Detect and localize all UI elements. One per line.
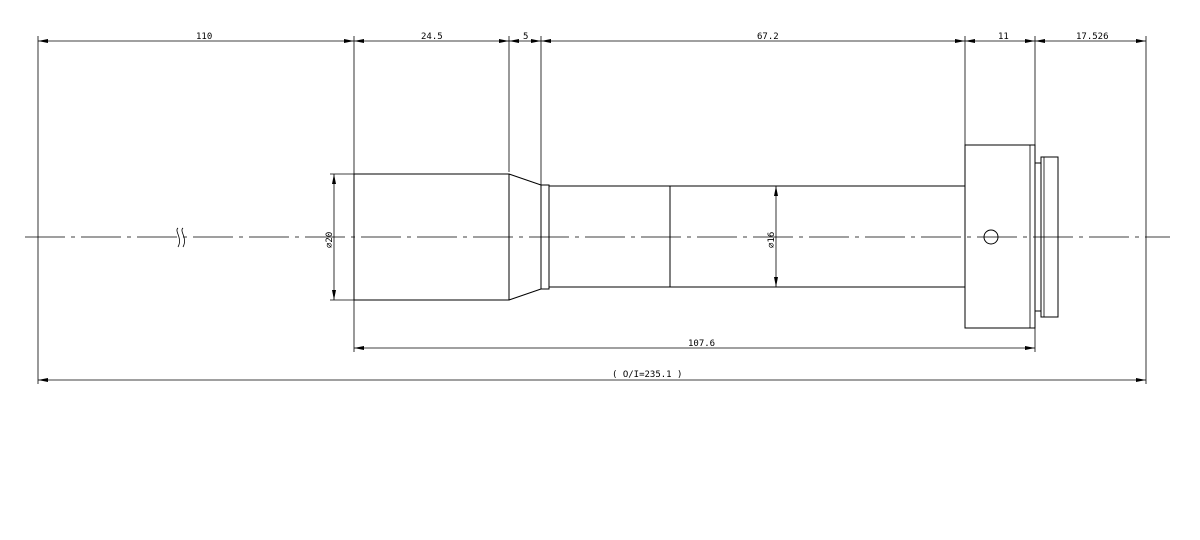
diameter-20-label: ⌀20 bbox=[325, 232, 335, 248]
screw-hole-icon bbox=[983, 229, 999, 245]
dim-17-526: 17.526 bbox=[1076, 32, 1109, 42]
dim-11: 11 bbox=[998, 32, 1009, 42]
mount-flange-2 bbox=[1040, 156, 1059, 318]
dim-24-5: 24.5 bbox=[421, 32, 443, 42]
diameter-symbol: ⌀ bbox=[325, 242, 335, 248]
dim-107-6: 107.6 bbox=[688, 339, 715, 349]
top-dimension-chain bbox=[38, 39, 1146, 43]
diameter-symbol: ⌀ bbox=[767, 242, 777, 248]
dim-total-235-1: ( O/I=235.1 ) bbox=[612, 370, 682, 380]
lens-body bbox=[353, 144, 1059, 329]
break-mark-icon bbox=[176, 227, 185, 248]
extension-lines bbox=[37, 36, 1147, 384]
rear-mount bbox=[964, 144, 1036, 329]
dim-67-2: 67.2 bbox=[757, 32, 779, 42]
dim-5: 5 bbox=[523, 32, 528, 42]
bottom-total-dimension bbox=[38, 378, 1146, 382]
middle-tube bbox=[548, 185, 966, 288]
diameter-20-dimension bbox=[332, 174, 336, 300]
diameter-16-dimension bbox=[774, 186, 778, 287]
dim-110: 110 bbox=[196, 32, 212, 42]
bottom-inner-dimension bbox=[354, 346, 1035, 350]
diameter-16-label: ⌀16 bbox=[767, 232, 777, 248]
